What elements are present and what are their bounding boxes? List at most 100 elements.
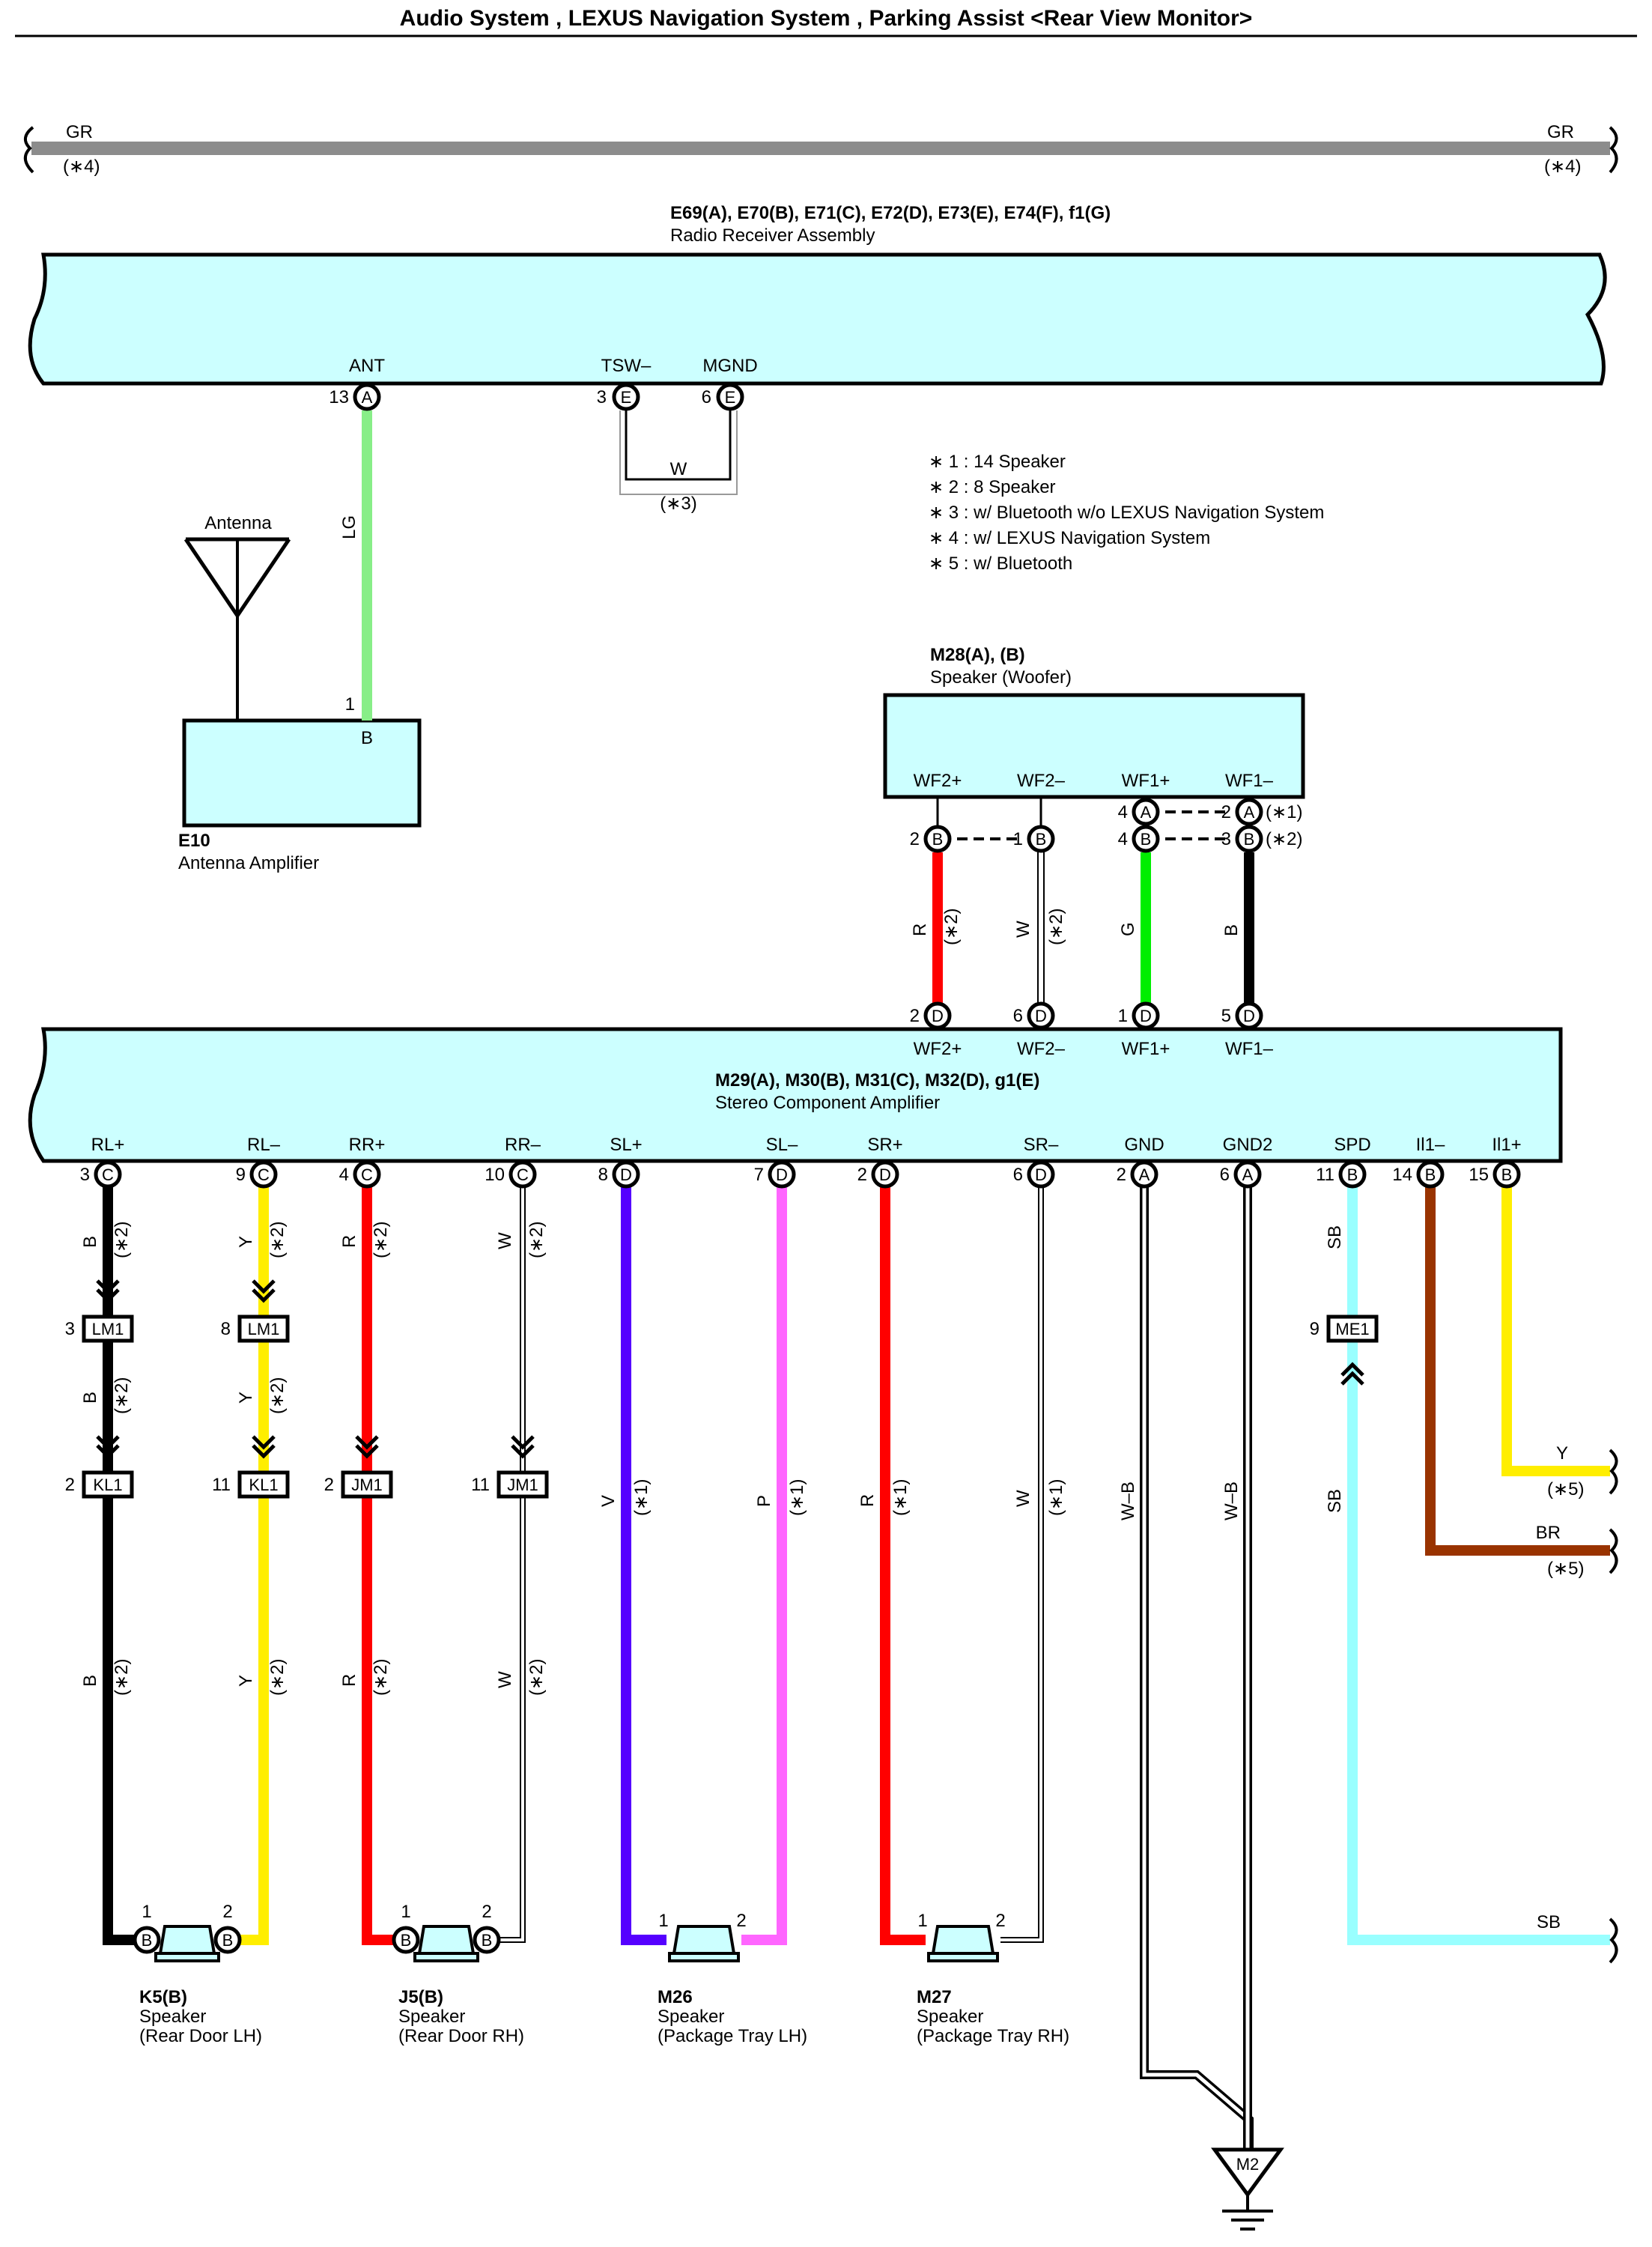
svg-text:(∗2): (∗2) bbox=[112, 1377, 132, 1414]
svg-text:(∗2): (∗2) bbox=[1266, 829, 1302, 849]
svg-text:6: 6 bbox=[1013, 1165, 1023, 1185]
terminal-label-tsw: TSW– bbox=[601, 356, 652, 376]
svg-text:7: 7 bbox=[754, 1165, 764, 1185]
note-3: ∗ 3 : w/ Bluetooth w/o LEXUS Navigation … bbox=[929, 503, 1324, 523]
wire-spd-sb bbox=[1347, 1186, 1610, 1945]
svg-text:2: 2 bbox=[324, 1475, 334, 1495]
svg-text:1: 1 bbox=[658, 1911, 668, 1931]
svg-text:Speaker: Speaker bbox=[139, 2007, 206, 2027]
radio-receiver-connectors: E69(A), E70(B), E71(C), E72(D), E73(E), … bbox=[670, 203, 1111, 223]
svg-text:A: A bbox=[362, 388, 373, 407]
svg-text:6: 6 bbox=[1013, 1006, 1023, 1026]
svg-text:B: B bbox=[222, 1931, 234, 1950]
antenna-amplifier-code: E10 bbox=[178, 831, 210, 851]
radio-connector-tsw: E 3 bbox=[597, 383, 640, 411]
junction-lm1-b: LM1 8 bbox=[221, 1314, 290, 1343]
wire-sl-plus-violet bbox=[621, 1186, 666, 1945]
woofer-connector-wf2plus: B 2 bbox=[910, 825, 952, 853]
woofer-connector-wf1plus-b: B 4 bbox=[1118, 825, 1160, 853]
radio-receiver-box bbox=[28, 252, 1607, 386]
svg-text:JM1: JM1 bbox=[507, 1476, 538, 1494]
svg-text:B: B bbox=[80, 1392, 100, 1404]
svg-text:4: 4 bbox=[339, 1165, 349, 1185]
antenna-amplifier-name: Antenna Amplifier bbox=[178, 853, 319, 873]
sb-wire-end-label: SB bbox=[1537, 1912, 1561, 1932]
wire-rr-minus-white bbox=[487, 1186, 526, 1943]
svg-text:A: A bbox=[1244, 803, 1255, 822]
svg-text:Y: Y bbox=[236, 1392, 256, 1404]
svg-text:Speaker: Speaker bbox=[917, 2007, 983, 2027]
svg-text:RL–: RL– bbox=[247, 1135, 281, 1155]
svg-text:B: B bbox=[1425, 1165, 1436, 1184]
junction-me1: ME1 9 bbox=[1310, 1314, 1379, 1343]
svg-text:1: 1 bbox=[401, 1902, 410, 1922]
svg-text:SB: SB bbox=[1325, 1489, 1345, 1513]
radio-connector-mgnd: E 6 bbox=[702, 383, 744, 411]
svg-text:P: P bbox=[754, 1495, 774, 1507]
svg-text:9: 9 bbox=[1310, 1319, 1320, 1339]
svg-text:B: B bbox=[80, 1675, 100, 1687]
speaker-icon bbox=[931, 1925, 995, 1955]
svg-text:15: 15 bbox=[1469, 1165, 1489, 1185]
svg-text:WF1–: WF1– bbox=[1225, 771, 1274, 791]
svg-text:(Package Tray LH): (Package Tray LH) bbox=[658, 2026, 807, 2046]
junction-kl1-b: KL1 11 bbox=[212, 1470, 290, 1499]
svg-text:ME1: ME1 bbox=[1335, 1320, 1369, 1338]
wire-rr-plus-red bbox=[362, 1186, 406, 1945]
svg-text:11: 11 bbox=[212, 1475, 231, 1495]
svg-text:5: 5 bbox=[1221, 1006, 1231, 1026]
woofer-box bbox=[883, 693, 1305, 799]
wire-sr-plus-red bbox=[880, 1186, 926, 1945]
svg-text:Speaker: Speaker bbox=[658, 2007, 724, 2027]
svg-text:1: 1 bbox=[142, 1902, 151, 1922]
svg-text:(∗2): (∗2) bbox=[371, 1222, 391, 1258]
junction-jm1-b: JM1 11 bbox=[471, 1470, 549, 1499]
svg-text:RR+: RR+ bbox=[349, 1135, 386, 1155]
svg-text:(∗2): (∗2) bbox=[526, 1222, 547, 1258]
speaker-k5b: B B 1 2 K5(B) Speaker (Rear Door LH) bbox=[133, 1902, 262, 2046]
svg-text:(∗2): (∗2) bbox=[112, 1659, 132, 1696]
svg-text:WF2+: WF2+ bbox=[914, 1039, 962, 1059]
wire-sl-minus-pink bbox=[741, 1186, 787, 1945]
svg-text:2: 2 bbox=[857, 1165, 867, 1185]
svg-text:D: D bbox=[776, 1165, 788, 1184]
amp-bottom-connectors: C3 C9 C4 C10 D8 D7 D2 D6 A2 A6 B11 B14 B… bbox=[80, 1160, 1521, 1189]
svg-text:14: 14 bbox=[1392, 1165, 1412, 1185]
svg-text:C: C bbox=[258, 1165, 270, 1184]
svg-text:C: C bbox=[102, 1165, 114, 1184]
svg-text:W: W bbox=[1013, 921, 1033, 938]
svg-text:E: E bbox=[621, 388, 632, 407]
woofer-connector-wf1plus-a: A 4 bbox=[1118, 798, 1160, 826]
gr-wire-note-left: (∗4) bbox=[63, 157, 100, 177]
svg-text:4: 4 bbox=[1118, 802, 1128, 822]
svg-text:(∗5): (∗5) bbox=[1547, 1559, 1584, 1579]
wire-sr-minus-white bbox=[1000, 1186, 1044, 1943]
svg-text:SR+: SR+ bbox=[867, 1135, 902, 1155]
notes-legend: ∗ 1 : 14 Speaker ∗ 2 : 8 Speaker ∗ 3 : w… bbox=[929, 452, 1324, 574]
svg-text:LM1: LM1 bbox=[248, 1320, 280, 1338]
svg-text:R: R bbox=[339, 1235, 359, 1248]
svg-text:11: 11 bbox=[471, 1475, 490, 1495]
svg-text:B: B bbox=[932, 830, 944, 849]
svg-text:10: 10 bbox=[485, 1165, 505, 1185]
svg-text:2: 2 bbox=[65, 1475, 75, 1495]
svg-text:WF1+: WF1+ bbox=[1122, 1039, 1170, 1059]
svg-text:RL+: RL+ bbox=[91, 1135, 125, 1155]
svg-text:(∗2): (∗2) bbox=[267, 1222, 288, 1258]
junction-jm1-a: JM1 2 bbox=[324, 1470, 393, 1499]
svg-text:D: D bbox=[932, 1007, 944, 1025]
svg-text:V: V bbox=[598, 1495, 619, 1507]
svg-text:9: 9 bbox=[236, 1165, 246, 1185]
wire-gnd-wb bbox=[1140, 1186, 1254, 2157]
antenna-icon bbox=[183, 537, 291, 721]
wire-rl-minus-yellow bbox=[228, 1186, 269, 1945]
note-1: ∗ 1 : 14 Speaker bbox=[929, 452, 1066, 472]
svg-text:2: 2 bbox=[910, 829, 920, 849]
ground-m2: M2 bbox=[1211, 2147, 1284, 2231]
svg-text:SL+: SL+ bbox=[610, 1135, 642, 1155]
svg-text:B: B bbox=[1036, 830, 1047, 849]
w-loop-wire bbox=[625, 410, 732, 481]
antenna-amplifier-pin-number: 1 bbox=[345, 694, 355, 715]
svg-text:W: W bbox=[495, 1671, 515, 1688]
